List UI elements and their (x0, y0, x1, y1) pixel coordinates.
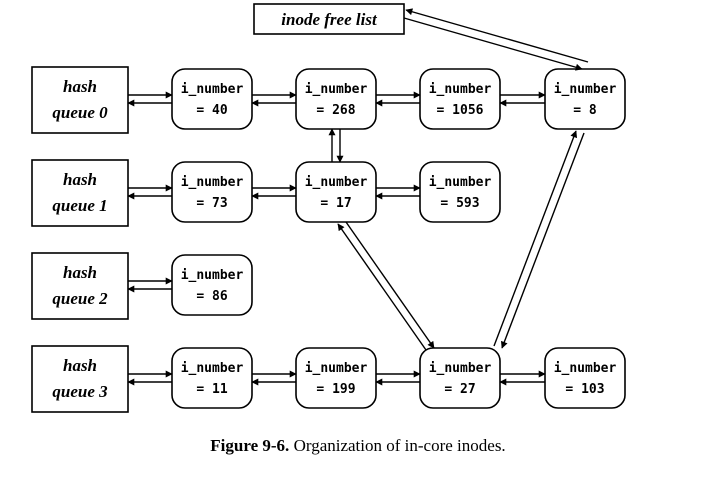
inode-label: i_number (305, 361, 368, 376)
inode-label: i_number (554, 82, 617, 97)
hash-queue-3-line1: hash (63, 356, 97, 375)
hash-queue-1: hash queue 1 (31, 159, 129, 227)
free-list-links (328, 8, 589, 351)
inode-number: = 268 (316, 103, 355, 118)
hash-queue-0: hash queue 0 (31, 66, 129, 134)
inode-number: = 40 (196, 103, 227, 118)
hash-queue-1-line1: hash (63, 170, 97, 189)
inode-199: i_number = 199 (295, 347, 377, 409)
hash-queue-3-line2: queue 3 (52, 382, 108, 401)
inode-73: i_number = 73 (171, 161, 253, 223)
link-17-27-down (345, 221, 435, 349)
hash-queue-2: hash queue 2 (31, 252, 129, 320)
inode-label: i_number (181, 175, 244, 190)
inode-number: = 199 (316, 382, 355, 397)
link-17-27-up (337, 223, 427, 351)
hash-queue-0-line1: hash (63, 77, 97, 96)
inode-27: i_number = 27 (419, 347, 501, 409)
figure-caption-text: Organization of in-core inodes. (293, 436, 506, 455)
inode-number: = 1056 (437, 103, 484, 118)
hash-queue-1-line2: queue 1 (52, 196, 107, 215)
inode-86: i_number = 86 (171, 254, 253, 316)
inode-label: i_number (554, 361, 617, 376)
inode-17: i_number = 17 (295, 161, 377, 223)
inode-label: i_number (429, 175, 492, 190)
inode-label: i_number (181, 82, 244, 97)
inode-label: i_number (429, 361, 492, 376)
hash-queue-3: hash queue 3 (31, 345, 129, 413)
inode-label: i_number (305, 82, 368, 97)
inode-8: i_number = 8 (544, 68, 626, 130)
hash-queue-2-line1: hash (63, 263, 97, 282)
link-27-8-up (493, 130, 578, 347)
figure-caption: Figure 9-6. Organization of in-core inod… (0, 436, 716, 456)
inode-number: = 103 (565, 382, 604, 397)
free-list-label: inode free list (281, 10, 378, 29)
link-freelist-8-fwd (403, 17, 583, 71)
inode-1056: i_number = 1056 (419, 68, 501, 130)
link-freelist-8-back (405, 8, 589, 63)
inode-organization-diagram: inode free list hash queue 0 hash queue … (31, 3, 626, 413)
inode-103: i_number = 103 (544, 347, 626, 409)
inode-number: = 27 (444, 382, 475, 397)
inode-11: i_number = 11 (171, 347, 253, 409)
inode-number: = 73 (196, 196, 227, 211)
inode-number: = 17 (320, 196, 351, 211)
inode-number: = 86 (196, 289, 227, 304)
hash-queue-0-line2: queue 0 (52, 103, 108, 122)
inode-label: i_number (181, 361, 244, 376)
inode-label: i_number (429, 82, 492, 97)
figure-number: Figure 9-6. (210, 436, 290, 455)
hash-queue-links (127, 91, 546, 386)
inode-268: i_number = 268 (295, 68, 377, 130)
inode-40: i_number = 40 (171, 68, 253, 130)
inode-label: i_number (181, 268, 244, 283)
inode-593: i_number = 593 (419, 161, 501, 223)
free-list-header: inode free list (253, 3, 405, 35)
inode-number: = 11 (196, 382, 227, 397)
inode-number: = 8 (573, 103, 597, 118)
inode-label: i_number (305, 175, 368, 190)
link-8-27-down (500, 132, 585, 349)
inode-number: = 593 (440, 196, 479, 211)
hash-queue-2-line2: queue 2 (52, 289, 108, 308)
